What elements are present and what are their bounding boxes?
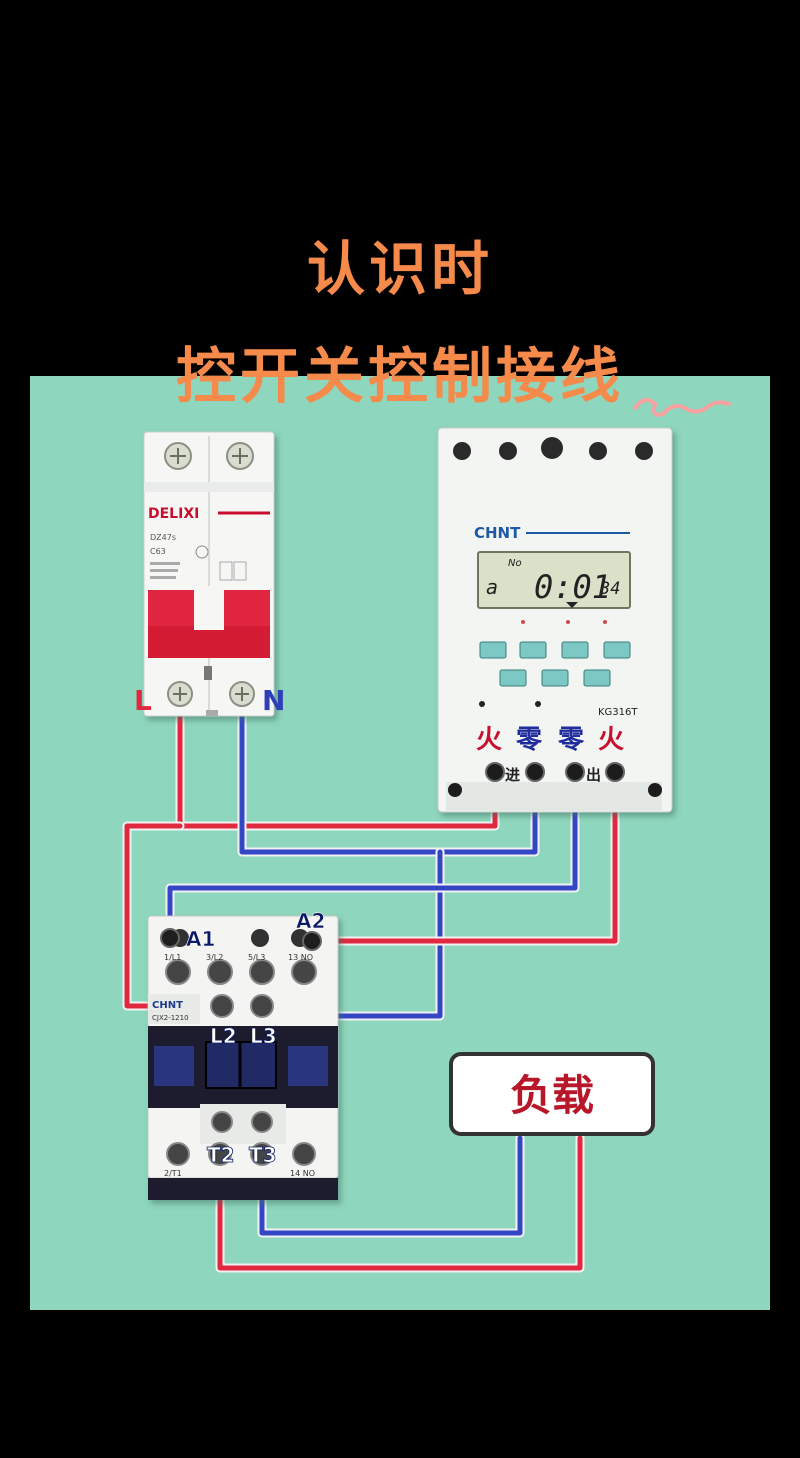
- contactor-term-5l3: 5/L3: [248, 953, 265, 962]
- timer-button-row-1: [479, 620, 631, 659]
- timer-brand: CHNT: [474, 524, 521, 542]
- load-label: 负载: [510, 1071, 594, 1120]
- breaker-terminal-n: N: [262, 684, 285, 717]
- timer-label-zero-out: 零: [558, 725, 585, 755]
- contactor-term-1l1: 1/L1: [164, 953, 181, 962]
- timer-label-in: 进: [505, 766, 520, 784]
- contactor-screw-t3: [250, 1142, 274, 1166]
- timer-button-7[interactable]: [583, 669, 611, 687]
- breaker-model: DZ47s: [150, 533, 176, 542]
- circuit-breaker: DELIXI DZ47s C63: [143, 431, 275, 717]
- title-line-2: 控开关控制接线: [176, 342, 624, 412]
- wiring-diagram: DELIXI DZ47s C63 L N: [122, 397, 731, 1273]
- timer-button-1[interactable]: [479, 641, 507, 659]
- timer-terminal-neutral-in: [525, 762, 545, 782]
- contactor-output-t3-label: T3: [249, 1143, 277, 1167]
- contactor-screw-l3: [250, 994, 274, 1018]
- breaker-terminal-l: L: [134, 684, 152, 717]
- contactor-screw-t2: [208, 1142, 232, 1166]
- contactor-input-l3-label: L3: [250, 1024, 277, 1048]
- timer-button-3[interactable]: [561, 641, 589, 659]
- timer-lcd-day: a: [486, 575, 498, 599]
- breaker-rating: C63: [150, 547, 166, 556]
- load-box: 负载: [449, 1052, 655, 1136]
- ac-contactor: 1/L1 3/L2 5/L3 13 NO CHNT CJX2-1210: [147, 915, 339, 1200]
- timer-label-zero-in: 零: [516, 725, 543, 755]
- contactor-model: CJX2-1210: [152, 1014, 189, 1022]
- breaker-brand: DELIXI: [148, 506, 199, 522]
- timer-label-fire-out: 火: [598, 725, 624, 755]
- timer-terminal-live-out: [605, 762, 625, 782]
- contactor-term-13no: 13 NO: [288, 953, 313, 962]
- timer-label-fire-in: 火: [476, 725, 502, 755]
- contactor-coil-a1-label: A1: [186, 927, 215, 951]
- contactor-input-l2-label: L2: [210, 1024, 237, 1048]
- wires: [122, 691, 620, 1273]
- timer-terminal-live-in: [485, 762, 505, 782]
- timer-button-4[interactable]: [603, 641, 631, 659]
- timer-button-5[interactable]: [499, 669, 527, 687]
- timer-button-row-2: [499, 669, 611, 687]
- title-line-1: 认识时: [306, 235, 493, 303]
- contactor-term-3l2: 3/L2: [206, 953, 223, 962]
- contactor-term-14no: 14 NO: [290, 1169, 315, 1178]
- contactor-coil-a2-terminal: [302, 931, 322, 951]
- decorative-squiggle: [633, 397, 731, 417]
- timer-lcd: [477, 551, 631, 609]
- timer-button-2[interactable]: [519, 641, 547, 659]
- contactor-coil-a2-label: A2: [296, 909, 325, 933]
- wiring-board: DELIXI DZ47s C63 L N: [30, 376, 770, 1310]
- contactor-screw-l2: [210, 994, 234, 1018]
- timer-button-6[interactable]: [541, 669, 569, 687]
- contactor-brand: CHNT: [152, 1000, 183, 1011]
- timer-lcd-seconds: 34: [599, 579, 620, 599]
- timer-switch: CHNT No a 0:01 34 KG3: [437, 427, 673, 813]
- contactor-coil-a1-terminal: [160, 928, 180, 948]
- contactor-term-2t1: 2/T1: [164, 1169, 182, 1178]
- contactor-output-t2-label: T2: [207, 1143, 235, 1167]
- timer-label-out: 出: [586, 766, 601, 784]
- timer-model: KG316T: [598, 707, 638, 718]
- timer-top-screws: [453, 437, 653, 460]
- timer-lcd-label: No: [508, 558, 522, 569]
- timer-terminal-neutral-out: [565, 762, 585, 782]
- timer-lcd-time: 0:01: [534, 568, 611, 606]
